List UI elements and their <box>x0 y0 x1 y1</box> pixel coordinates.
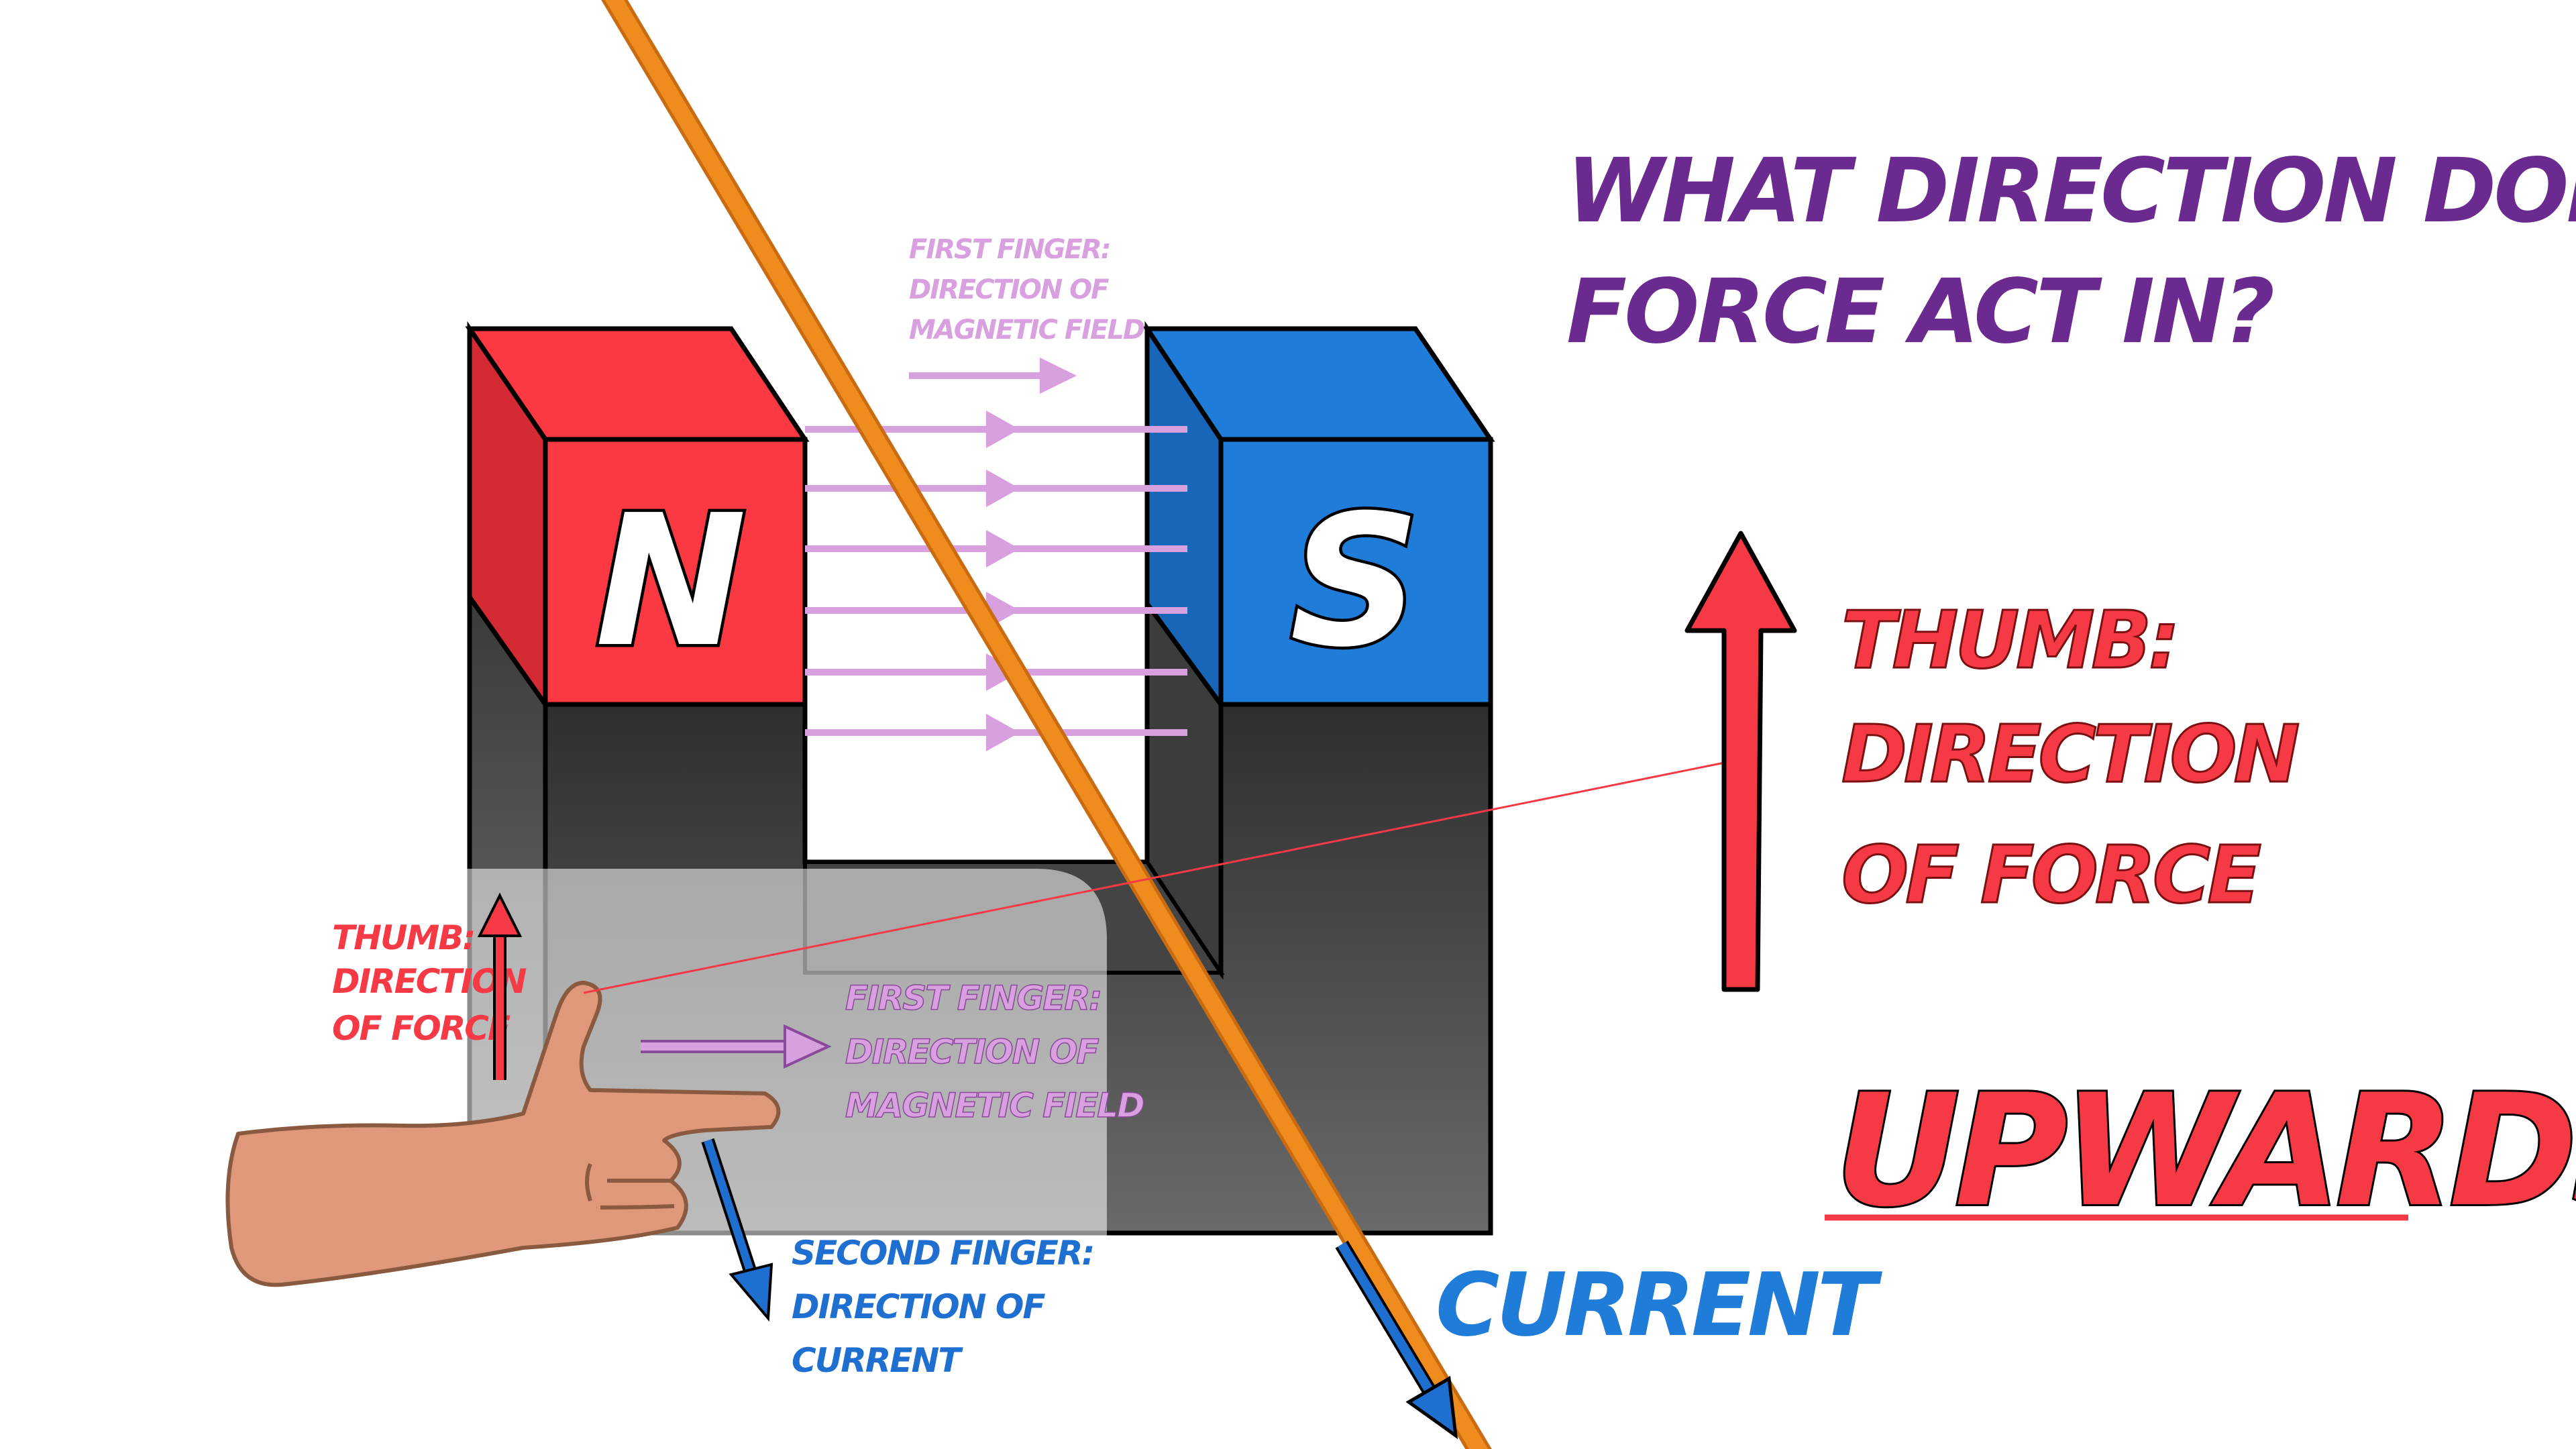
answer-block: UPWARDS <box>1825 1060 2576 1243</box>
south-pole: S <box>1142 321 1495 712</box>
field-line <box>805 470 1187 507</box>
force-label-line2: DIRECTION <box>1841 708 2299 800</box>
answer-text: UPWARDS <box>1835 1062 2576 1241</box>
field-label-line2: DIRECTION OF <box>909 274 1109 305</box>
hand-thumb-line3: OF FORCE <box>332 1009 511 1048</box>
north-label: N <box>595 476 747 687</box>
field-label-top: FIRST FINGER: DIRECTION OF MAGNETIC FIEL… <box>909 234 1146 394</box>
field-lines <box>805 411 1187 751</box>
hand-first-line3: MAGNETIC FIELD <box>845 1086 1144 1125</box>
hand-second-line2: DIRECTION OF <box>792 1287 1045 1326</box>
hand-palm <box>225 981 781 1287</box>
field-label-line1: FIRST FINGER: <box>909 234 1110 265</box>
hand-second-finger-label: SECOND FINGER: DIRECTION OF CURRENT <box>701 1138 1095 1380</box>
field-direction-arrow <box>909 358 1077 394</box>
connector-line <box>583 760 1731 994</box>
field-label-line3: MAGNETIC FIELD <box>909 315 1144 345</box>
current-wire <box>601 0 1492 1449</box>
hand-second-arrow <box>701 1138 773 1322</box>
current-label: CURRENT <box>1436 1254 1883 1356</box>
force-label-line1: THUMB: <box>1841 594 2177 686</box>
force-label: THUMB: DIRECTION OF FORCE <box>1841 593 2304 922</box>
hand-first-arrow <box>641 1024 832 1069</box>
question-line1: WHAT DIRECTION DOES THE <box>1566 140 2576 243</box>
force-label-line3: OF FORCE <box>1841 828 2261 921</box>
question-heading: WHAT DIRECTION DOES THE FORCE ACT IN? <box>1566 140 2576 364</box>
hand-thumb-label: THUMB: DIRECTION OF FORCE <box>332 892 528 1080</box>
force-arrow <box>1684 531 1797 992</box>
current-arrow <box>1335 1240 1458 1440</box>
hand-illustration <box>225 981 781 1287</box>
hand-thumb-arrow <box>477 892 523 1080</box>
thumb-icon <box>555 981 602 1014</box>
field-line <box>805 530 1187 568</box>
hand-second-line3: CURRENT <box>792 1341 963 1380</box>
hand-first-line2: DIRECTION OF <box>845 1032 1099 1071</box>
hand-first-finger-label: FIRST FINGER: DIRECTION OF MAGNETIC FIEL… <box>641 978 1146 1126</box>
hand-thumb-line1: THUMB: <box>332 918 474 957</box>
question-line2: FORCE ACT IN? <box>1566 260 2273 364</box>
hand-second-line1: SECOND FINGER: <box>792 1234 1093 1273</box>
field-line <box>805 714 1187 751</box>
hand-first-line1: FIRST FINGER: <box>845 979 1101 1018</box>
south-label: S <box>1290 476 1420 687</box>
north-pole: N <box>465 321 810 712</box>
